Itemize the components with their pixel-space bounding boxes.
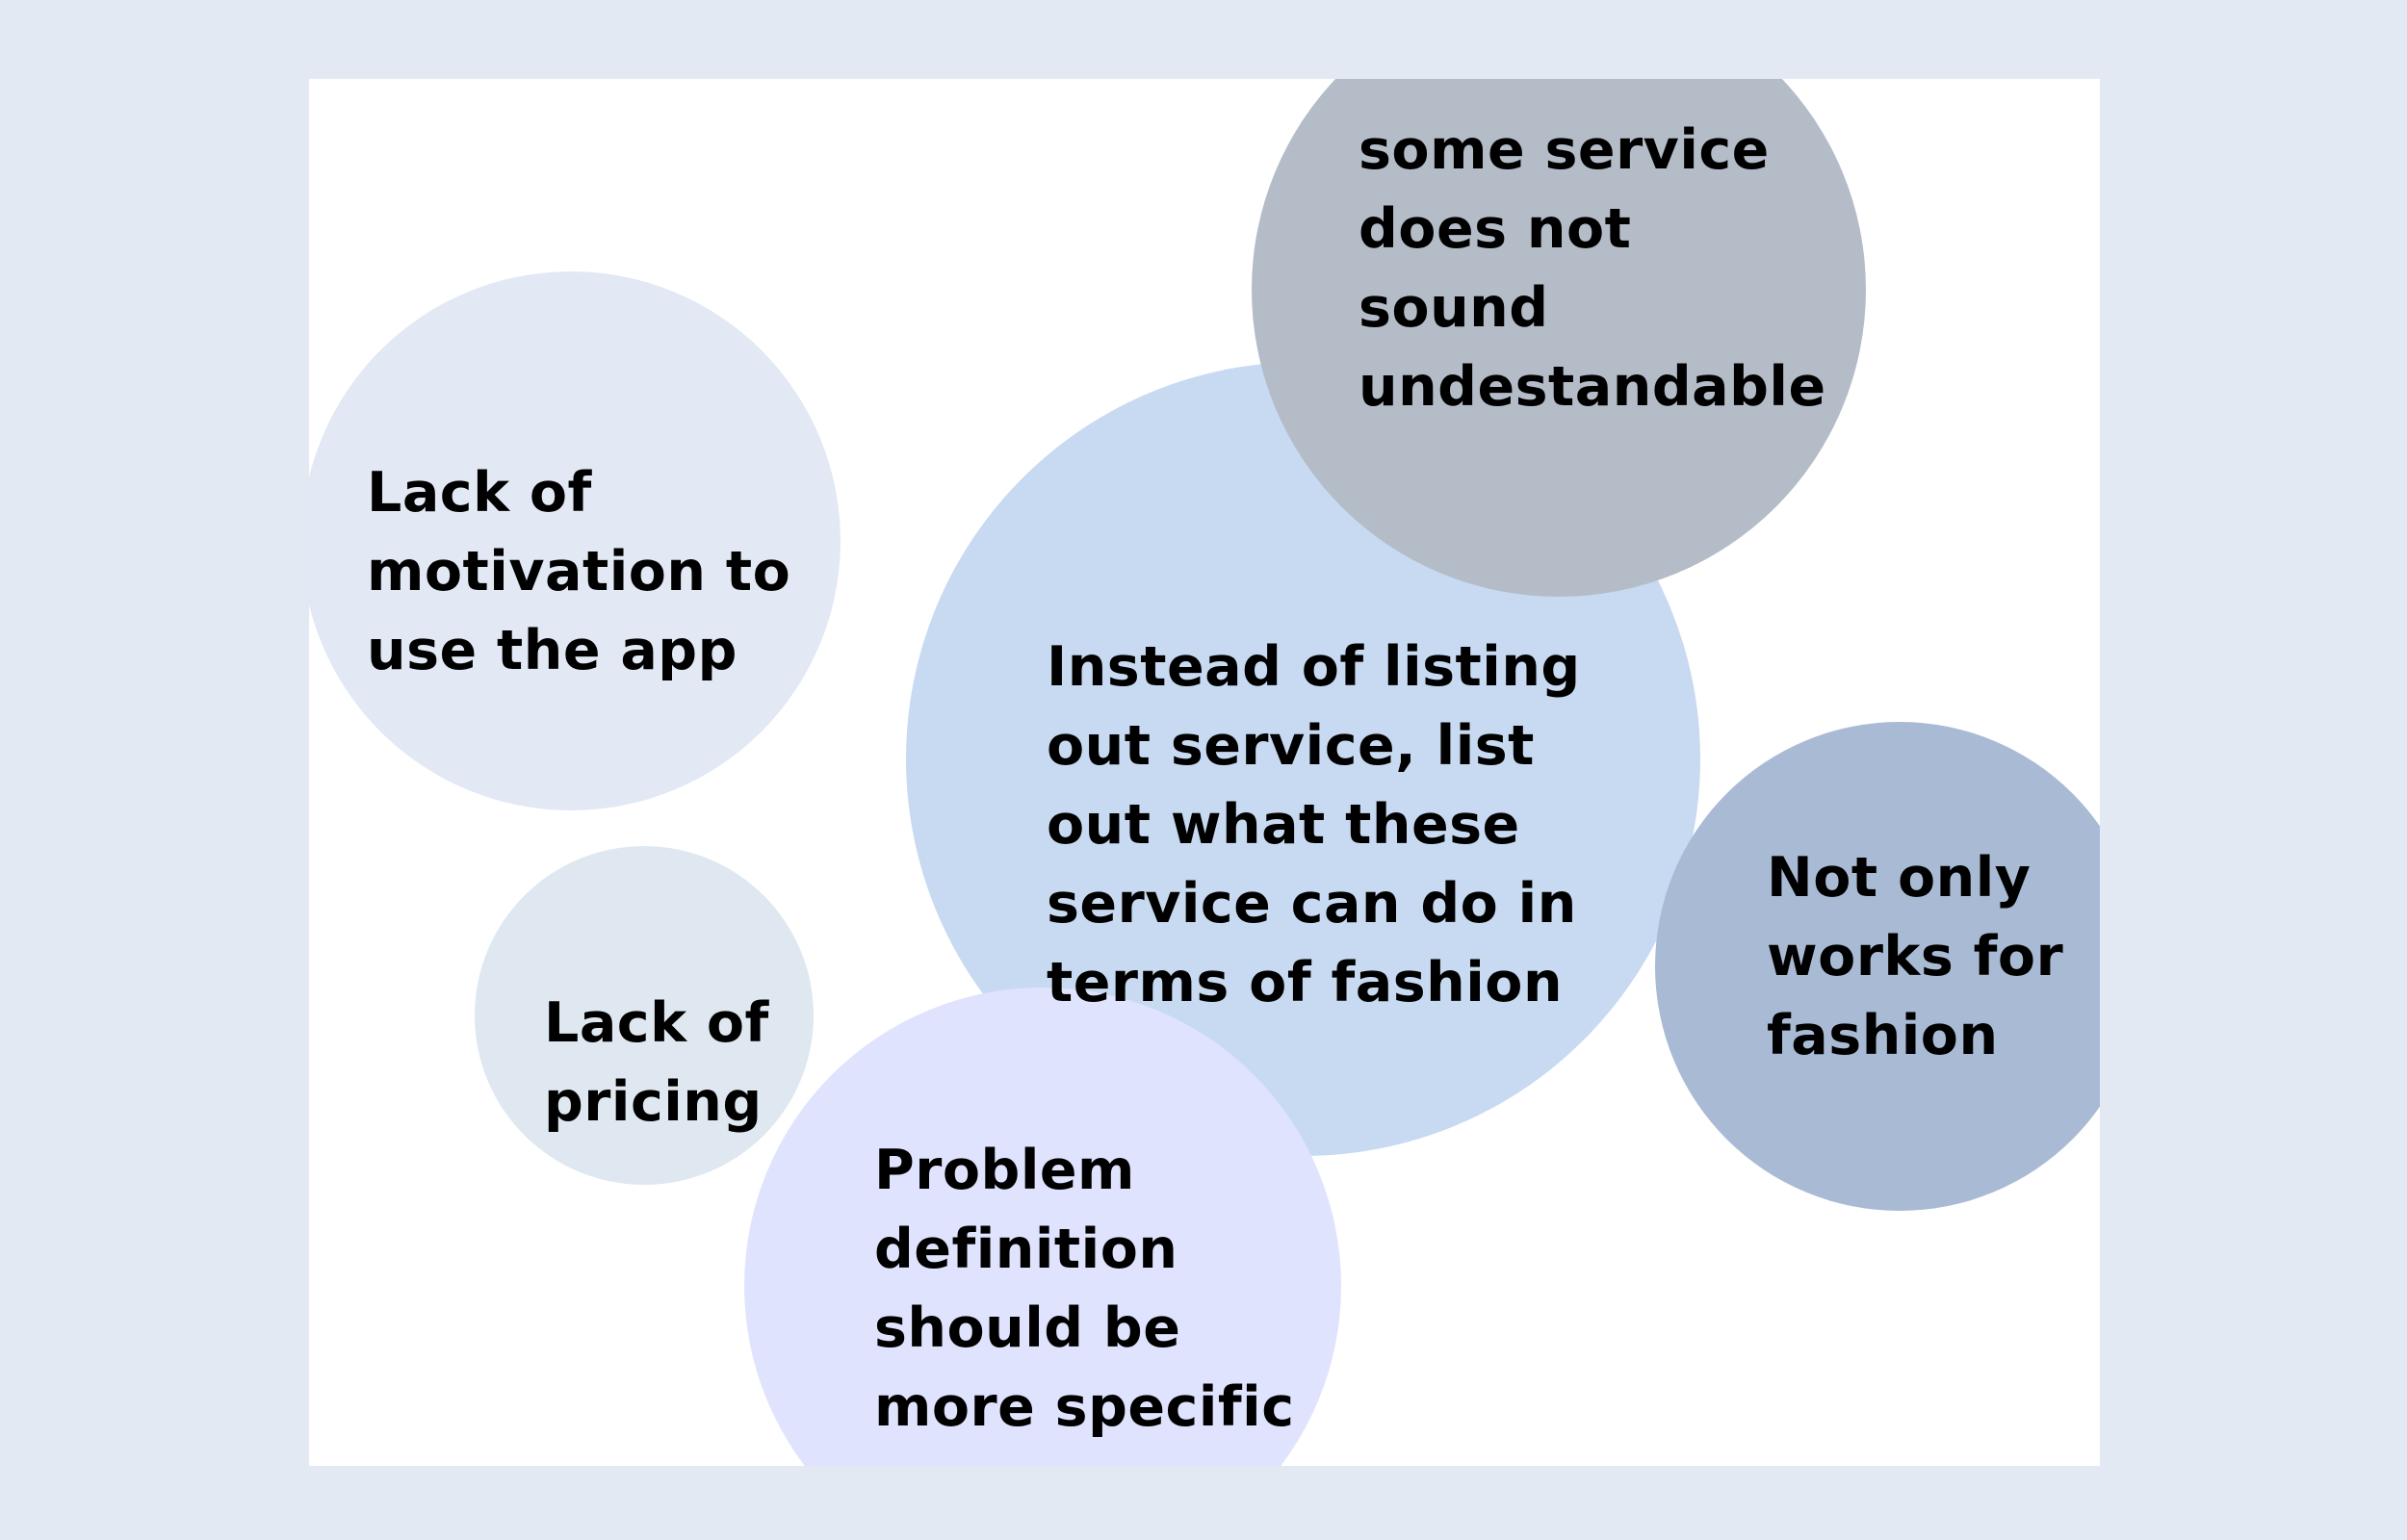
bubble-label-service-understandable: some service does not sound undestandabl… <box>1359 118 1826 419</box>
bubble-motivation <box>309 271 841 810</box>
bubble-problem-definition <box>744 988 1341 1466</box>
bubble-label-motivation: Lack of motivation to use the app <box>367 461 791 682</box>
diagram-canvas: some service does not sound undestandabl… <box>309 79 2100 1466</box>
bubble-label-services-fashion: Instead of listing out service, list out… <box>1047 635 1581 1014</box>
bubble-pricing <box>475 846 814 1185</box>
bubble-label-pricing: Lack of pricing <box>544 991 769 1134</box>
bubble-label-not-only-fashion: Not only works for fashion <box>1767 846 2064 1067</box>
bubble-service-understandable <box>1252 79 1866 597</box>
bubble-not-only-fashion <box>1655 722 2100 1211</box>
bubble-label-problem-definition: Problem definition should be more specif… <box>874 1139 1295 1439</box>
